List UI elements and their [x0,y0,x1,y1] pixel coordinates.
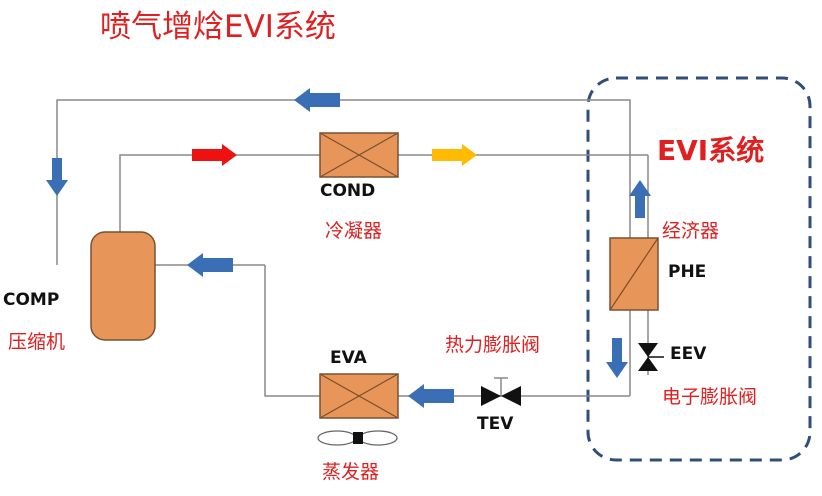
arrow-down-icon [46,158,68,196]
phe-name-label: 经济器 [662,220,720,242]
cond-code-label: COND [320,181,376,201]
arrow-left-icon [294,88,340,112]
eev-name-label: 电子膨胀阀 [662,386,758,408]
eev-code-label: EEV [670,344,707,364]
comp-name-label: 压缩机 [8,331,66,353]
tev-name-label: 热力膨胀阀 [445,334,541,356]
fan-icon [317,430,398,446]
phe-block [609,237,659,311]
tev-valve-icon [481,386,521,406]
arrow-left-icon [187,253,233,277]
phe-code-label: PHE [668,262,707,282]
evaporator-block [319,373,399,419]
evi-system-title: EVI系统 [657,134,765,167]
arrow-left-icon [408,384,454,408]
page-title: 喷气增焓EVI系统 [100,9,336,45]
compressor-body [90,231,156,341]
eev-valve-icon [638,343,664,371]
arrow-right-icon [432,144,477,166]
eva-name-label: 蒸发器 [322,461,380,483]
tev-code-label: TEV [477,414,514,434]
arrow-up-icon [629,180,651,218]
eva-outlet-pipe [264,265,320,397]
comp-code-label: COMP [3,290,60,310]
arrow-right-icon [192,144,237,166]
evi-system-boundary [586,76,812,462]
cond-name-label: 冷凝器 [325,220,383,242]
arrow-down-icon [606,338,628,378]
eva-code-label: EVA [330,348,367,368]
discharge-pipe [119,154,320,238]
flow-arrows [46,88,651,408]
condenser-block [319,132,399,178]
